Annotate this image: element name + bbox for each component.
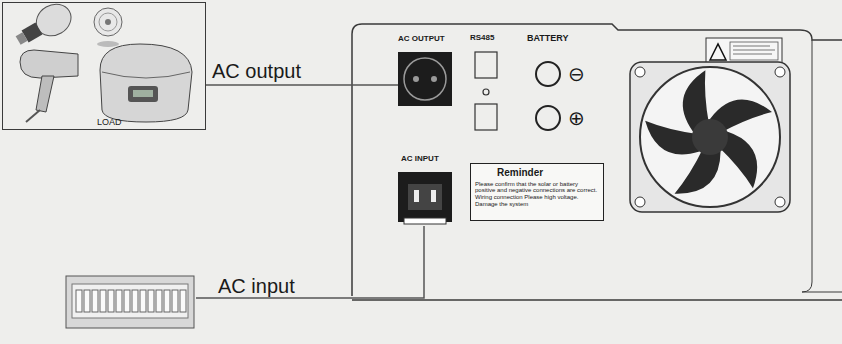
breaker bbox=[148, 290, 154, 312]
node-label: AC INPUT bbox=[401, 154, 439, 163]
node-label: AC OUTPUT bbox=[398, 34, 445, 43]
housing-outline bbox=[352, 24, 842, 296]
distribution-box bbox=[66, 276, 194, 328]
breaker bbox=[172, 290, 178, 312]
breaker bbox=[140, 290, 146, 312]
socket-node: AC OUTPUT bbox=[396, 32, 454, 108]
breaker bbox=[124, 290, 130, 312]
breaker bbox=[132, 290, 138, 312]
breaker bbox=[164, 290, 170, 312]
housing-ear bbox=[802, 40, 842, 292]
housing-outline bbox=[352, 299, 842, 301]
cooling-fan bbox=[630, 62, 790, 212]
load-box: LOAD bbox=[2, 2, 206, 130]
wire-label: AC input bbox=[218, 276, 295, 296]
node-label: Reminder bbox=[471, 164, 603, 180]
reminder-box: ReminderPlease confirm that the solar or… bbox=[470, 163, 604, 221]
node-label: LOAD bbox=[97, 117, 122, 127]
breaker bbox=[100, 290, 106, 312]
breaker bbox=[156, 290, 162, 312]
wire bbox=[206, 84, 398, 86]
rs485-port bbox=[475, 52, 497, 130]
warning-sticker bbox=[706, 38, 782, 64]
breaker bbox=[180, 290, 186, 312]
polarity-sign: ⊖ bbox=[568, 64, 585, 84]
ac-output-socket bbox=[398, 52, 452, 106]
ac-input-wire bbox=[196, 226, 424, 298]
polarity-sign: ⊕ bbox=[568, 108, 585, 128]
breaker bbox=[116, 290, 122, 312]
node-body: Please confirm that the solar or battery… bbox=[471, 180, 603, 212]
battery-terminal bbox=[536, 62, 560, 130]
breaker bbox=[108, 290, 114, 312]
ac-input-socket bbox=[398, 172, 452, 224]
port-label: BATTERY bbox=[527, 34, 569, 43]
breaker bbox=[76, 290, 82, 312]
load-pictures bbox=[11, 0, 192, 122]
breaker bbox=[84, 290, 90, 312]
breaker bbox=[92, 290, 98, 312]
port-label: RS485 bbox=[470, 34, 494, 42]
socket-node: AC INPUT bbox=[396, 150, 454, 226]
wire-label: AC output bbox=[212, 61, 301, 81]
